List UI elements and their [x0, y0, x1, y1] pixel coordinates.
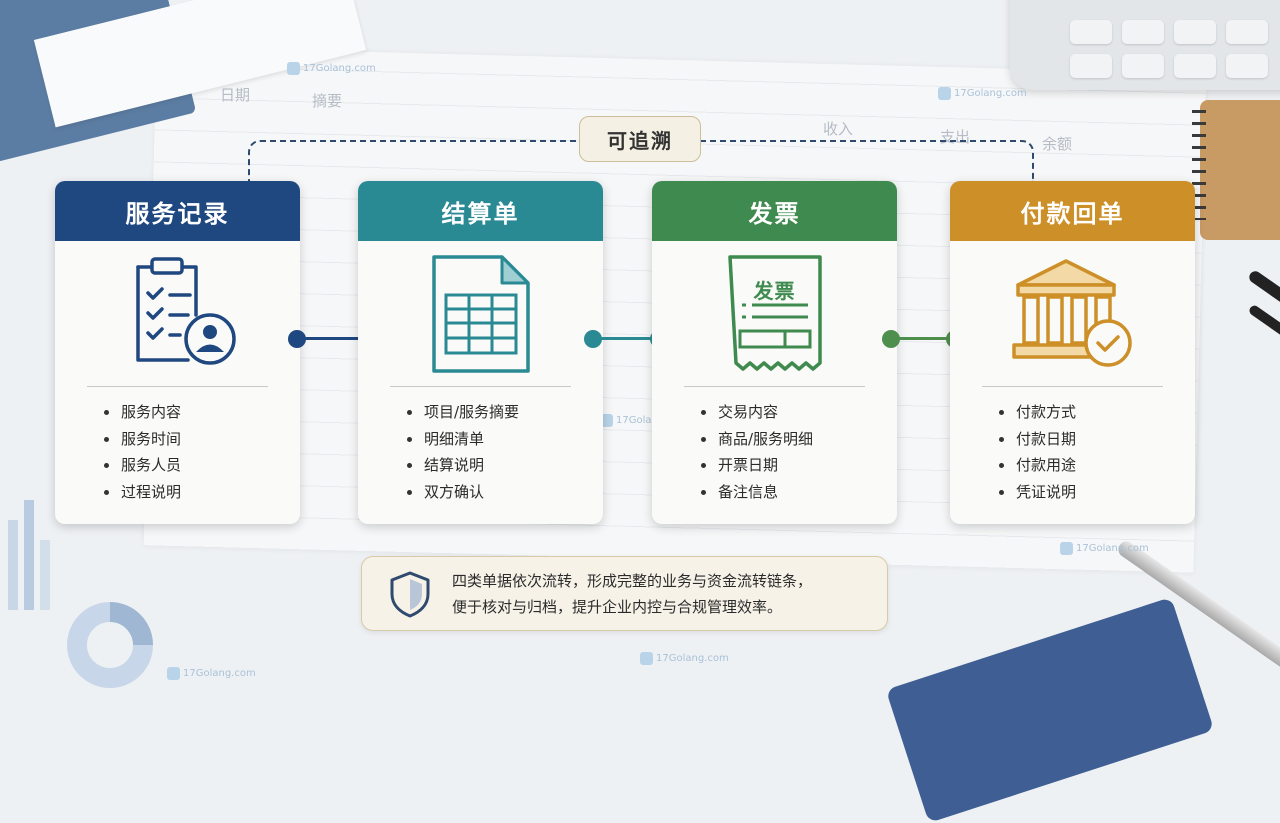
- connector-line: [593, 337, 659, 340]
- list-item: 过程说明: [104, 479, 300, 506]
- list-item: 付款方式: [999, 399, 1195, 426]
- field-list: 服务内容 服务时间 服务人员 过程说明: [55, 399, 300, 505]
- list-item: 付款用途: [999, 452, 1195, 479]
- card-invoice: 发票 发票 交易内容 商品/服务明细 开票日期 备注信息: [652, 181, 897, 524]
- card-title: 结算单: [358, 181, 603, 241]
- divider: [390, 386, 571, 387]
- field-list: 付款方式 付款日期 付款用途 凭证说明: [950, 399, 1195, 505]
- donut-chart-decoration: [67, 602, 153, 688]
- list-item: 付款日期: [999, 426, 1195, 453]
- watermark: 17Golang.com: [167, 667, 256, 680]
- ledger-header-income: 收入: [823, 120, 854, 138]
- list-item: 服务人员: [104, 452, 300, 479]
- summary-line-2: 便于核对与归档，提升企业内控与合规管理效率。: [452, 598, 783, 616]
- card-payment-receipt: 付款回单 付款方式 付款日期 付款用途 凭证说明: [950, 181, 1195, 524]
- connector-dot: [288, 330, 306, 348]
- list-item: 明细清单: [407, 426, 603, 453]
- watermark: 17Golang.com: [938, 87, 1027, 100]
- connector-dot: [882, 330, 900, 348]
- field-list: 项目/服务摘要 明细清单 结算说明 双方确认: [358, 399, 603, 505]
- shield-icon: [390, 571, 430, 618]
- list-item: 服务内容: [104, 399, 300, 426]
- invoice-receipt-icon: [727, 254, 822, 371]
- list-item: 开票日期: [701, 452, 897, 479]
- list-item: 商品/服务明细: [701, 426, 897, 453]
- connector-line: [302, 337, 368, 340]
- field-list: 交易内容 商品/服务明细 开票日期 备注信息: [652, 399, 897, 505]
- card-title: 发票: [652, 181, 897, 241]
- connector-dot: [584, 330, 602, 348]
- calculator: [1010, 0, 1280, 90]
- card-title: 服务记录: [55, 181, 300, 241]
- bar-chart-decoration: [8, 500, 50, 610]
- connector-line: [891, 337, 955, 340]
- ledger-header-balance: 余额: [1042, 135, 1073, 153]
- card-title: 付款回单: [950, 181, 1195, 241]
- card-service-record: 服务记录 服务内容 服务时间 服务人员 过程说明: [55, 181, 300, 524]
- connector-1-2: [288, 330, 368, 348]
- invoice-icon-label: 发票: [753, 279, 796, 303]
- watermark: 17Golang.com: [640, 652, 729, 665]
- divider: [982, 386, 1163, 387]
- traceable-label: 可追溯: [579, 116, 701, 162]
- watermark: 17Golang.com: [1060, 542, 1149, 555]
- card-settlement: 结算单 项目/服务摘要 明细清单 结算说明 双方确认: [358, 181, 603, 524]
- list-item: 双方确认: [407, 479, 603, 506]
- summary-note: 四类单据依次流转，形成完整的业务与资金流转链条， 便于核对与归档，提升企业内控与…: [361, 556, 888, 631]
- divider: [684, 386, 865, 387]
- list-item: 结算说明: [407, 452, 603, 479]
- divider: [87, 386, 268, 387]
- bank-check-icon: [1011, 258, 1132, 367]
- list-item: 服务时间: [104, 426, 300, 453]
- ledger-header-summary: 摘要: [312, 92, 343, 110]
- spiral-notebook: [1200, 100, 1280, 240]
- list-item: 备注信息: [701, 479, 897, 506]
- blue-notebook: [885, 597, 1215, 823]
- list-item: 凭证说明: [999, 479, 1195, 506]
- summary-line-1: 四类单据依次流转，形成完整的业务与资金流转链条，: [452, 572, 813, 590]
- summary-text: 四类单据依次流转，形成完整的业务与资金流转链条， 便于核对与归档，提升企业内控与…: [452, 568, 812, 620]
- watermark: 17Golang.com: [287, 62, 376, 75]
- black-pen-2: [1247, 303, 1280, 347]
- spreadsheet-document-icon: [431, 254, 530, 373]
- list-item: 交易内容: [701, 399, 897, 426]
- notebook-spiral: [1192, 110, 1206, 220]
- clipboard-user-icon: [135, 256, 236, 365]
- ledger-header-date: 日期: [220, 86, 251, 104]
- list-item: 项目/服务摘要: [407, 399, 603, 426]
